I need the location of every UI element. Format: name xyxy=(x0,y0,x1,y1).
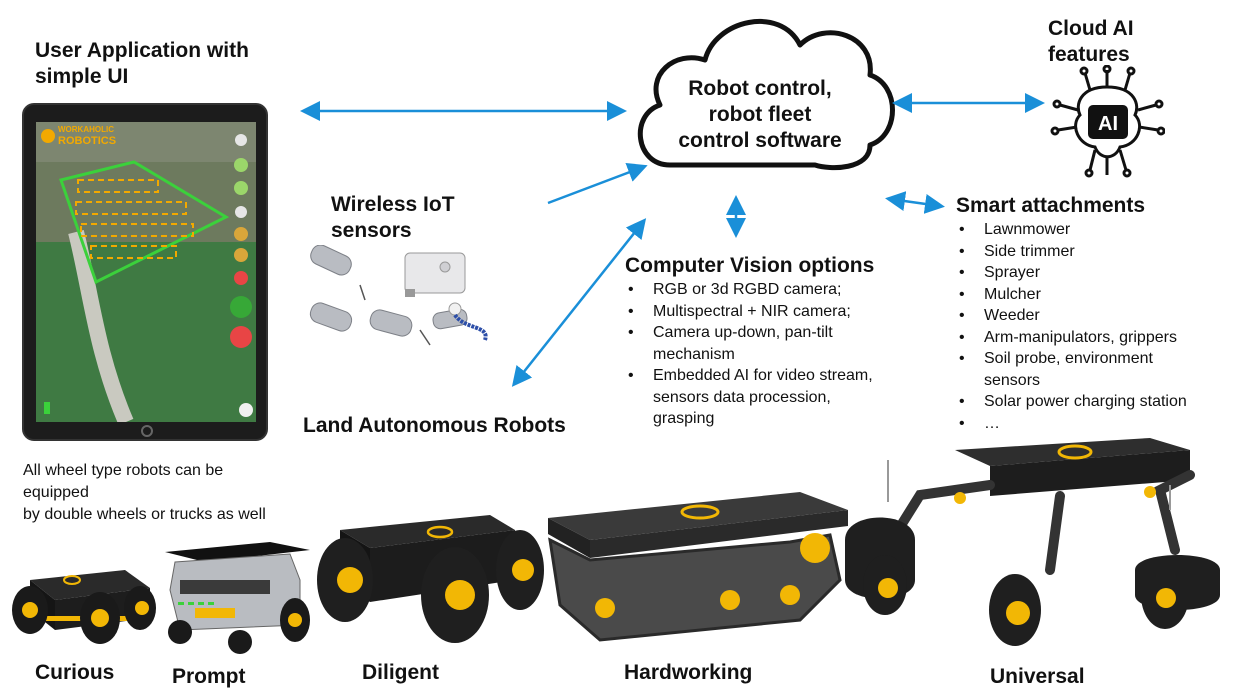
screen-logo-line2: ROBOTICS xyxy=(58,135,116,147)
tablet-home-button[interactable] xyxy=(141,425,153,437)
cloud-shape xyxy=(637,19,895,171)
computer-vision-item-continued: grasping xyxy=(653,410,715,427)
iot-title-line1: Wireless IoT xyxy=(331,193,455,216)
cloud-ai-title-line1: Cloud AI xyxy=(1048,17,1134,40)
ai-chip-icon: AI xyxy=(1050,65,1165,178)
ai-chip-label: AI xyxy=(1098,113,1118,135)
computer-vision-item-continued: sensors data procession, xyxy=(653,388,831,406)
user-app-title-line2: simple UI xyxy=(35,65,129,88)
arrow-iot-cloud xyxy=(547,162,648,205)
cloud-label-line2: robot fleet xyxy=(708,103,812,126)
cloud-ai-title-line2: features xyxy=(1048,43,1130,66)
attachment-item: Soil probe, environment xyxy=(956,348,1187,370)
attachment-item-continued: sensors xyxy=(984,371,1041,389)
robot-name-curious: Curious xyxy=(35,661,115,684)
robot-name-universal: Universal xyxy=(990,665,1085,688)
computer-vision-list: RGB or 3d RGBD camera; Multispectral + N… xyxy=(625,279,873,430)
cloud-label: Robot control, robot fleet control softw… xyxy=(650,76,870,154)
attachment-item: … xyxy=(956,413,1187,435)
wheels-note-line2: equipped xyxy=(23,484,89,501)
wheels-note: All wheel type robots can be equipped by… xyxy=(23,460,266,526)
robot-name-prompt: Prompt xyxy=(172,665,246,688)
land-robots-title: Land Autonomous Robots xyxy=(303,414,566,437)
computer-vision-item: Multispectral + NIR camera; xyxy=(625,301,873,323)
iot-title-line2: sensors xyxy=(331,219,412,242)
screen-toolbar[interactable] xyxy=(44,134,253,417)
arrow-cloud-attachments xyxy=(885,191,945,214)
robot-universal-image xyxy=(845,438,1220,646)
computer-vision-item-continued: mechanism xyxy=(653,345,735,363)
cloud-ai-title: Cloud AI features xyxy=(1048,16,1134,68)
wheels-note-line3: by double wheels or trucks as well xyxy=(23,506,266,523)
computer-vision-title: Computer Vision options xyxy=(625,254,875,277)
tablet-device: WORKAHOLIC ROBOTICS xyxy=(22,103,268,441)
computer-vision-item: Embedded AI for video stream, xyxy=(625,365,873,387)
attachment-item: Solar power charging station xyxy=(956,391,1187,413)
smart-attachments-title: Smart attachments xyxy=(956,194,1146,217)
attachment-item: Sprayer xyxy=(956,262,1187,284)
attachment-item: Arm-manipulators, grippers xyxy=(956,327,1187,349)
tablet-screen: WORKAHOLIC ROBOTICS xyxy=(36,122,256,422)
robot-diligent-image xyxy=(317,515,544,643)
smart-attachments-list: Lawnmower Side trimmer Sprayer Mulcher W… xyxy=(956,219,1187,434)
wheels-note-line1: All wheel type robots can be xyxy=(23,462,224,479)
cloud-label-line3: control software xyxy=(678,129,842,152)
attachment-item: Lawnmower xyxy=(956,219,1187,241)
robot-name-diligent: Diligent xyxy=(362,661,439,684)
attachment-item: Mulcher xyxy=(956,284,1187,306)
iot-title: Wireless IoT sensors xyxy=(331,192,455,244)
robot-hardworking-image xyxy=(548,492,848,642)
robot-name-hardworking: Hardworking xyxy=(624,661,753,684)
attachment-item: Weeder xyxy=(956,305,1187,327)
user-app-title: User Application with simple UI xyxy=(35,38,249,90)
cloud-label-line1: Robot control, xyxy=(688,77,832,100)
user-app-title-line1: User Application with xyxy=(35,39,249,62)
map-view: WORKAHOLIC ROBOTICS xyxy=(36,122,256,422)
screen-logo: WORKAHOLIC ROBOTICS xyxy=(41,125,116,147)
robots-lineup xyxy=(12,438,1220,654)
iot-sensors-image xyxy=(309,245,488,346)
robot-curious-image xyxy=(12,570,156,644)
arrow-cloud-robots xyxy=(511,218,647,387)
computer-vision-item: Camera up-down, pan-tilt xyxy=(625,322,873,344)
screen-logo-line1: WORKAHOLIC xyxy=(58,125,114,134)
robot-prompt-image xyxy=(165,542,310,654)
attachment-item: Side trimmer xyxy=(956,241,1187,263)
computer-vision-item: RGB or 3d RGBD camera; xyxy=(625,279,873,301)
